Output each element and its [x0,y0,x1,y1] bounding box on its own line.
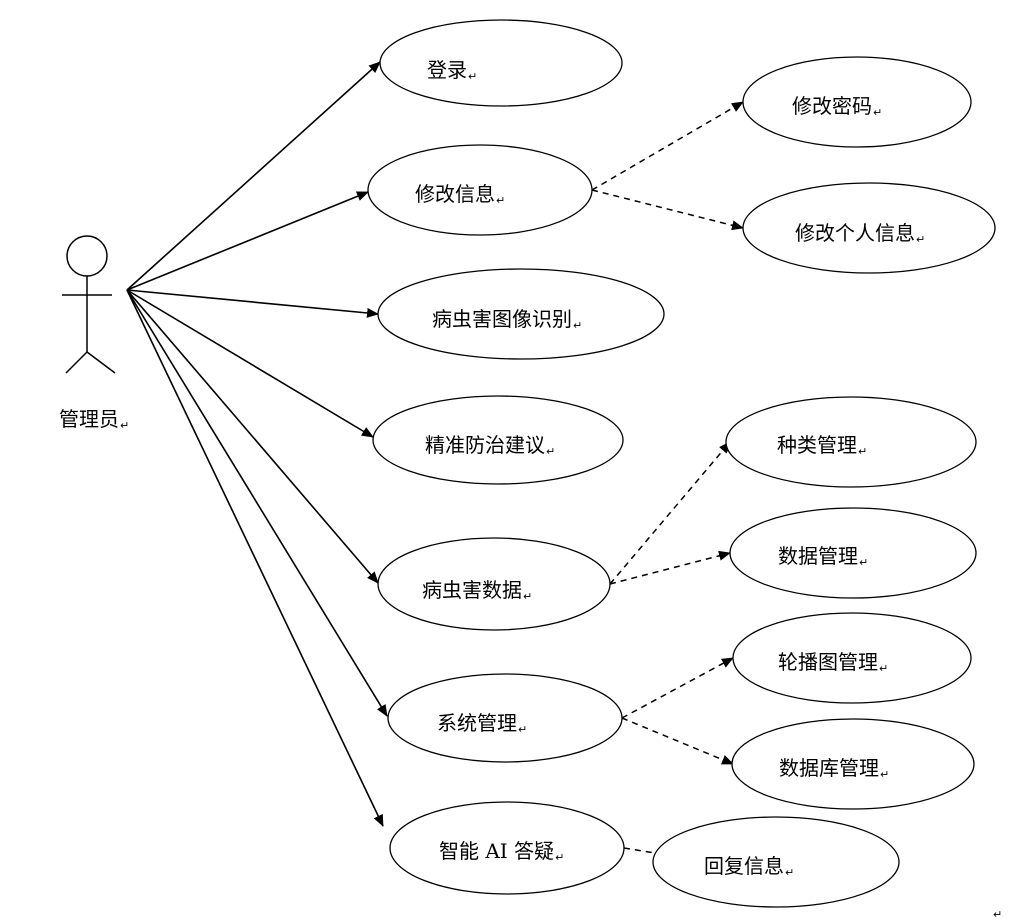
actor-left-leg [65,351,88,374]
link-reply-info [623,847,656,854]
para-mark: ↵ [518,723,527,736]
assoc-login [126,61,381,291]
actor-label: 管理员↵ [59,407,129,432]
use-case-change-password: 修改密码↵ [742,56,972,148]
use-case-reply-info-label: 回复信息 [704,854,784,878]
associations [126,61,388,827]
svg-text:修改个人信息↵: 修改个人信息↵ [795,221,925,246]
use-case-login: 登录↵ [379,19,623,107]
use-case-ai-qa: 智能 AI 答疑↵ [389,801,625,895]
use-case-pest-image-recognition: 病虫害图像识别↵ [377,268,665,360]
use-case-precise-control-advice-label: 精准防治建议 [425,433,545,457]
use-case-carousel-management-label: 轮播图管理 [778,650,878,674]
use-case-pest-image-recognition-label: 病虫害图像识别 [432,307,572,331]
assoc-pest-image [126,289,379,318]
actor-admin: 管理员↵ [59,235,129,432]
svg-text:回复信息↵: 回复信息↵ [704,854,794,879]
use-case-modify-info-label: 修改信息 [415,182,495,206]
svg-text:病虫害图像识别↵: 病虫害图像识别↵ [432,307,582,332]
svg-text:数据管理↵: 数据管理↵ [778,544,868,569]
para-mark: ↵ [546,445,555,458]
svg-text:精准防治建议↵: 精准防治建议↵ [425,433,555,458]
assoc-ai-qa [126,289,384,827]
use-case-change-password-label: 修改密码 [792,94,872,118]
para-mark: ↵ [858,445,867,458]
svg-text:轮播图管理↵: 轮播图管理↵ [778,650,888,675]
svg-text:种类管理↵: 种类管理↵ [777,433,867,458]
assoc-modify-info [126,191,369,291]
use-case-category-management: 种类管理↵ [725,396,977,488]
use-case-reply-info: 回复信息↵ [652,816,900,908]
svg-text:登录↵: 登录↵ [427,58,477,83]
para-mark: ↵ [859,556,868,569]
para-mark: ↵ [573,319,582,332]
use-case-carousel-management: 轮播图管理↵ [732,612,972,704]
include-database-management [621,717,734,765]
para-mark: ↵ [916,233,925,246]
use-case-data-management: 数据管理↵ [729,507,977,599]
include-carousel-management [621,657,734,719]
para-mark: ↵ [468,70,477,83]
assoc-precise-control [126,289,374,438]
include-data-management [609,550,731,585]
use-case-data-management-label: 数据管理 [778,544,858,568]
use-case-database-management-label: 数据库管理 [779,756,879,780]
para-mark: ↵ [879,662,888,675]
include-modify-personal-info [591,189,744,231]
use-case-system-management: 系统管理↵ [387,673,623,763]
para-mark: ↵ [555,851,564,864]
use-case-category-management-label: 种类管理 [777,433,857,457]
include-change-password [591,101,744,191]
use-case-system-management-label: 系统管理 [437,711,517,735]
includes [591,101,744,854]
para-mark: ↵ [523,590,532,603]
para-mark: ↵ [873,106,882,119]
use-case-pest-data: 病虫害数据↵ [377,537,611,631]
actor-head [66,235,108,277]
use-case-modify-personal-info-label: 修改个人信息 [795,221,915,245]
use-case-ai-qa-label: 智能 AI 答疑 [439,839,554,863]
use-case-modify-info: 修改信息↵ [367,144,593,236]
actor-label-text: 管理员 [59,407,119,431]
include-category-management [609,441,731,585]
actor-label-mark: ↵ [120,419,129,432]
assoc-pest-data [126,289,379,584]
assoc-system-management [126,289,388,717]
svg-text:系统管理↵: 系统管理↵ [437,711,527,736]
svg-text:修改信息↵: 修改信息↵ [415,182,505,207]
svg-text:智能 AI 答疑↵: 智能 AI 答疑↵ [439,839,564,864]
para-mark: ↵ [880,768,889,781]
use-case-precise-control-advice: 精准防治建议↵ [372,395,624,485]
use-case-database-management: 数据库管理↵ [731,718,975,810]
use-case-modify-personal-info: 修改个人信息↵ [742,182,996,274]
document-para-mark: ↵ [993,908,1002,921]
svg-text:修改密码↵: 修改密码↵ [792,94,882,119]
use-case-pest-data-label: 病虫害数据 [422,578,522,602]
actor-right-leg [86,351,116,374]
svg-text:病虫害数据↵: 病虫害数据↵ [422,578,532,603]
use-case-login-label: 登录 [427,58,467,82]
svg-text:数据库管理↵: 数据库管理↵ [779,756,889,781]
para-mark: ↵ [785,866,794,879]
para-mark: ↵ [496,194,505,207]
